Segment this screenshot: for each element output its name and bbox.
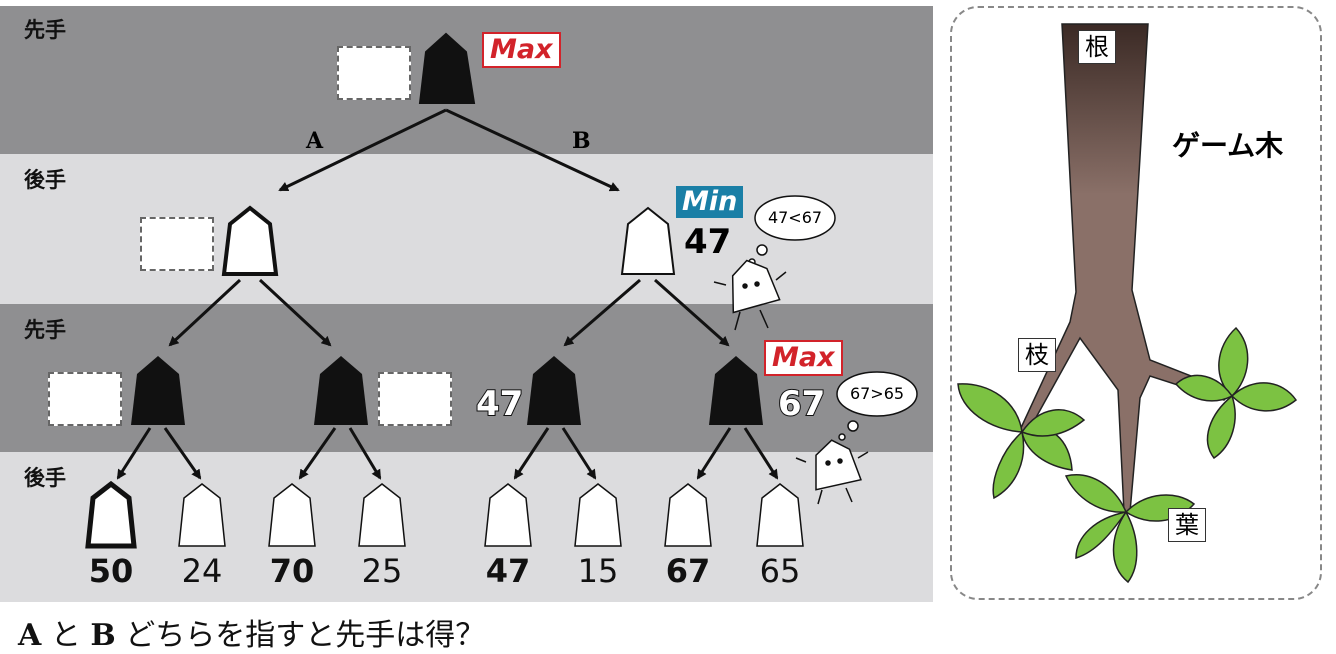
tree-label-branch: 枝 bbox=[1018, 338, 1056, 372]
piece-node-ba bbox=[527, 356, 581, 425]
turn-label-sente-1: 先手 bbox=[24, 18, 66, 42]
max-tag-root: Max bbox=[482, 32, 561, 68]
mascot-lower bbox=[795, 439, 869, 505]
answer-box-a bbox=[140, 217, 214, 271]
answer-box-root bbox=[337, 46, 411, 100]
piece-leaf-2 bbox=[178, 483, 226, 547]
piece-root bbox=[418, 32, 476, 104]
piece-node-a bbox=[221, 205, 279, 276]
leaf-value-5: 47 bbox=[485, 552, 531, 590]
turn-label-sente-2: 先手 bbox=[24, 318, 66, 342]
max-tag-bb: Max bbox=[764, 340, 843, 376]
piece-node-bb bbox=[709, 356, 763, 425]
game-tree-illustration bbox=[957, 23, 1298, 584]
leaf-value-1: 50 bbox=[88, 552, 134, 590]
piece-node-ab bbox=[314, 356, 368, 425]
tree-label-leaf: 葉 bbox=[1168, 508, 1206, 542]
leaf-value-3: 70 bbox=[269, 552, 315, 590]
game-tree-title: ゲーム木 bbox=[1172, 129, 1284, 162]
thought-cloud-upper bbox=[748, 195, 836, 266]
piece-leaf-6 bbox=[574, 483, 622, 547]
piece-leaf-1 bbox=[85, 480, 137, 549]
piece-node-b bbox=[620, 206, 676, 275]
leaf-value-2: 24 bbox=[181, 552, 223, 590]
value-min-node: 47 bbox=[684, 222, 732, 262]
question-and: と bbox=[50, 618, 81, 653]
piece-node-aa bbox=[131, 356, 185, 425]
piece-leaf-7 bbox=[664, 483, 712, 547]
question-rest: どちらを指すと先手は得？ bbox=[125, 618, 486, 653]
mascot-upper bbox=[713, 259, 787, 331]
value-max-right: 67 bbox=[777, 383, 826, 425]
turn-label-gote-1: 後手 bbox=[24, 168, 66, 192]
piece-leaf-4 bbox=[358, 483, 406, 547]
leaf-value-8: 65 bbox=[759, 552, 801, 590]
question-b: B bbox=[90, 618, 116, 653]
piece-leaf-8 bbox=[756, 483, 804, 547]
leaf-value-4: 25 bbox=[361, 552, 403, 590]
piece-leaf-5 bbox=[484, 483, 532, 547]
question-bar: A と B どちらを指すと先手は得？ bbox=[0, 604, 1336, 654]
branch-label-a: A bbox=[306, 128, 324, 154]
turn-label-gote-2: 後手 bbox=[24, 466, 66, 490]
answer-box-a-left bbox=[48, 372, 122, 426]
leaf-value-7: 67 bbox=[665, 552, 711, 590]
comparison-lower: 67>65 bbox=[849, 384, 905, 403]
question-a: A bbox=[18, 618, 42, 653]
thought-cloud-lower bbox=[836, 371, 918, 441]
value-max-left: 47 bbox=[475, 383, 524, 425]
question-text: A と B どちらを指すと先手は得？ bbox=[18, 610, 485, 654]
game-tree-panel bbox=[950, 6, 1322, 600]
leaf-value-6: 15 bbox=[577, 552, 619, 590]
branch-label-b: B bbox=[572, 128, 591, 154]
answer-box-a-right bbox=[378, 372, 452, 426]
piece-leaf-3 bbox=[268, 483, 316, 547]
comparison-upper: 47<67 bbox=[767, 208, 823, 227]
min-tag-b: Min bbox=[676, 186, 744, 218]
tree-label-root: 根 bbox=[1078, 30, 1116, 64]
